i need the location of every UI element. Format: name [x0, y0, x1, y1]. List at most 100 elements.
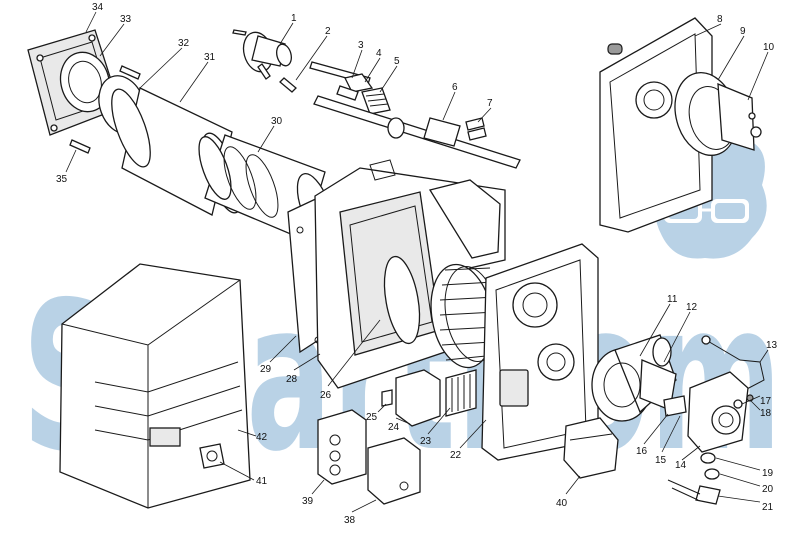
callout-label: 35 [56, 174, 68, 185]
callout-16: 16 [636, 413, 669, 457]
callout-12: 12 [663, 302, 698, 363]
callout-label: 24 [388, 422, 400, 433]
part-40-motor-base [563, 417, 619, 479]
part-22-support-plate [481, 243, 599, 461]
callout-42: 42 [237, 429, 268, 443]
callout-19: 19 [715, 457, 774, 479]
callout-label: 1 [291, 13, 297, 24]
callout-label: 18 [760, 408, 772, 419]
callout-25: 25 [366, 403, 387, 423]
callout-22: 22 [450, 419, 487, 461]
callout-label: 25 [366, 412, 378, 423]
callout-20: 20 [719, 473, 774, 495]
callout-9: 9 [717, 26, 746, 81]
callout-label: 31 [204, 52, 216, 63]
part-25-photocell [381, 389, 393, 407]
part-23-terminal-block [445, 369, 477, 417]
callout-label: 23 [420, 436, 432, 447]
callout-label: 17 [760, 396, 772, 407]
callout-31: 31 [179, 52, 216, 103]
callout-30: 30 [257, 116, 283, 153]
callout-label: 42 [256, 432, 268, 443]
callout-label: 39 [302, 496, 314, 507]
part-24-control-box [395, 369, 441, 427]
part-14-oil-pump [687, 371, 749, 453]
callout-label: 4 [376, 48, 382, 59]
callout-28: 28 [286, 353, 321, 385]
callout-4: 4 [364, 48, 382, 83]
callout-label: 19 [762, 468, 774, 479]
part-38-connector-cover [367, 437, 421, 505]
part-19-21-fittings [667, 452, 721, 505]
callout-5: 5 [379, 56, 400, 93]
callout-label: 9 [740, 26, 746, 37]
part-33-flange-gasket [59, 51, 111, 113]
part-35-screws [69, 65, 141, 154]
callout-label: 2 [325, 26, 331, 37]
part-1-electrode-holder [232, 29, 292, 80]
callout-10: 10 [747, 42, 775, 101]
callout-39: 39 [302, 479, 325, 507]
callout-17: 17 [741, 395, 772, 407]
callout-label: 21 [762, 502, 774, 513]
callout-label: 28 [286, 374, 298, 385]
callout-2: 2 [295, 26, 331, 81]
part-2-pin [279, 77, 297, 93]
part-41-reset-button [199, 443, 225, 469]
callout-label: 22 [450, 450, 462, 461]
callout-24: 24 [388, 417, 411, 433]
callout-26: 26 [320, 319, 381, 401]
callout-15: 15 [655, 415, 681, 466]
callout-1: 1 [279, 13, 297, 45]
callout-label: 38 [344, 515, 356, 526]
part-26-fan-wheel [383, 255, 500, 369]
part-5-spring-nozzle [361, 87, 391, 115]
part-8-air-intake-cover [599, 17, 713, 233]
callout-label: 26 [320, 390, 332, 401]
callout-label: 8 [717, 14, 723, 25]
part-16-coupling [663, 395, 687, 417]
part-10-damper-motor [717, 82, 762, 151]
callout-label: 30 [271, 116, 283, 127]
callout-label: 6 [452, 82, 458, 93]
callout-34: 34 [85, 2, 104, 33]
callout-label: 7 [487, 98, 493, 109]
callout-label: 15 [655, 455, 667, 466]
callout-29: 29 [260, 335, 297, 375]
callout-label: 29 [260, 364, 272, 375]
callout-label: 41 [256, 476, 268, 487]
part-3-electrodes [309, 61, 374, 101]
callout-33: 33 [99, 14, 132, 57]
callout-label: 12 [686, 302, 698, 313]
part-7-clip [465, 117, 487, 141]
callout-3: 3 [351, 40, 364, 79]
callout-7: 7 [477, 98, 493, 123]
callout-label: 20 [762, 484, 774, 495]
callout-label: 11 [667, 294, 678, 305]
callout-18: 18 [749, 399, 772, 419]
callout-label: 5 [394, 56, 400, 67]
callout-13: 13 [759, 340, 778, 363]
callout-11: 11 [639, 294, 678, 357]
callout-label: 32 [178, 38, 190, 49]
callout-23: 23 [420, 407, 451, 447]
callout-35: 35 [56, 149, 77, 185]
callout-label: 14 [675, 460, 687, 471]
callout-6: 6 [442, 82, 458, 121]
callout-label: 33 [120, 14, 132, 25]
part-39-electrical-block [317, 409, 367, 485]
callout-8: 8 [694, 14, 723, 37]
callouts: 1 2 3 4 5 6 7 8 9 10 11 12 13 14 15 16 1… [56, 2, 778, 526]
callout-32: 32 [139, 38, 190, 89]
callout-label: 34 [92, 2, 104, 13]
callout-21: 21 [717, 495, 774, 513]
callout-label: 16 [636, 446, 648, 457]
callout-label: 3 [358, 40, 364, 51]
callout-41: 41 [219, 461, 268, 487]
callout-14: 14 [675, 445, 701, 471]
callout-label: 13 [766, 340, 778, 351]
callout-38: 38 [344, 499, 377, 526]
callout-40: 40 [556, 475, 581, 509]
part-6-nozzle-holder [313, 95, 521, 169]
